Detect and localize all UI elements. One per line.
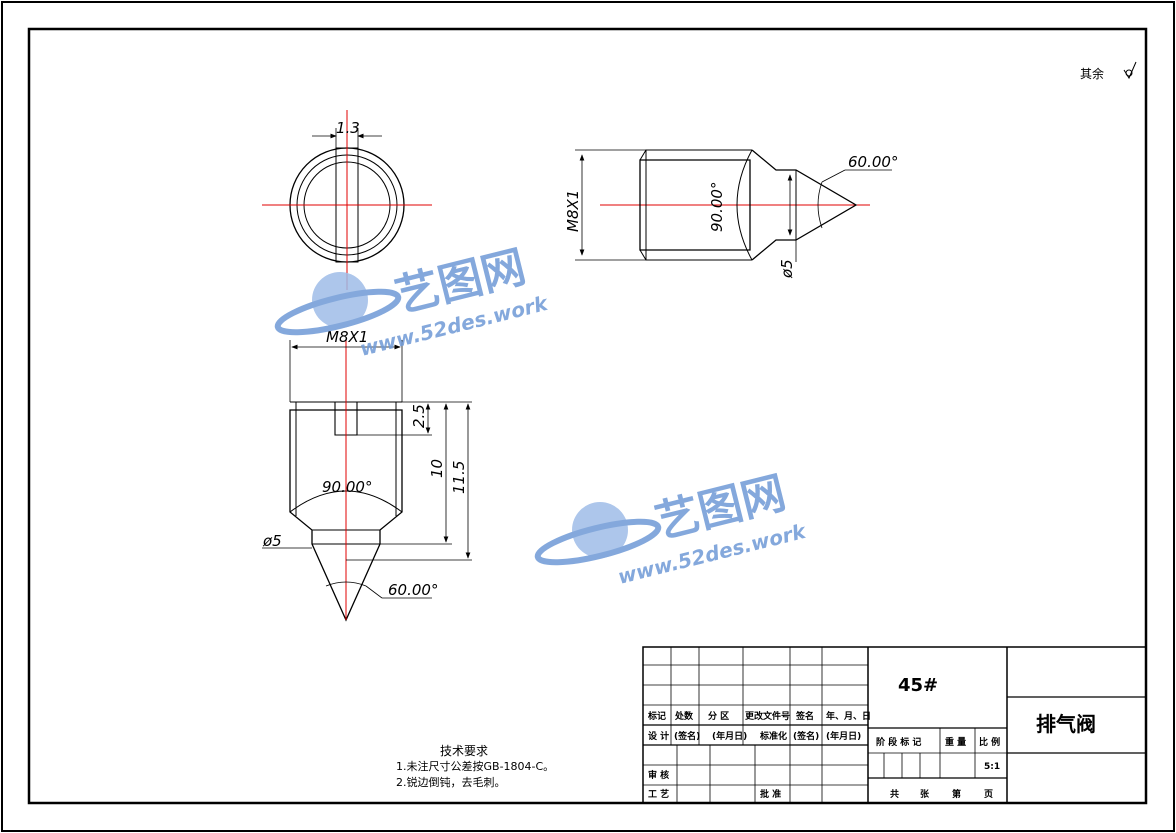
tb-part-name: 排气阀 [1036,712,1096,736]
tb-weight: 重 量 [945,736,966,748]
tb-design: 设 计 [648,730,669,742]
dim-front-angle-60: 60.00° [388,581,438,599]
tb-sheet-no: 第 [952,788,961,800]
dim-front-10: 10 [428,459,446,478]
tb-sheets-unit: 张 [920,788,930,800]
roughness-note: 其余 [1080,66,1104,81]
side-view: M8X1 90.00° ø5 60.00° [564,149,898,279]
tb-stage: 阶 段 标 记 [876,736,921,748]
dim-front-angle-90: 90.00° [322,478,372,496]
tech-item-1: 1.未注尺寸公差按GB-1804-C。 [396,759,554,773]
tb-scale: 5:1 [984,762,1000,772]
tech-requirements: 技术要求 1.未注尺寸公差按GB-1804-C。 2.锐边倒钝，去毛刺。 [396,744,554,789]
dim-side-angle-90: 90.00° [708,182,726,232]
tb-rev-count: 处数 [674,710,694,722]
tech-item-2: 2.锐边倒钝，去毛刺。 [396,775,506,789]
tb-rev-mark: 标记 [647,710,666,722]
tb-rev-doc: 更改文件号 [745,710,790,722]
tb-review: 审 核 [648,769,669,781]
tb-rev-zone: 分 区 [708,710,729,722]
tb-standard-sign: (签名) [793,730,819,742]
tb-standard: 标准化 [759,730,787,742]
tech-title: 技术要求 [440,744,488,758]
title-block-text: 45# 排气阀 标记 处数 分 区 更改文件号 签名 年、月、日 设 计 (签名… [647,675,1096,800]
dim-front-slot: 2.5 [410,404,428,428]
inner-frame [27,27,1148,805]
tb-process: 工 艺 [648,788,669,800]
dim-front-11-5: 11.5 [450,461,468,494]
dim-front-thread: M8X1 [326,328,368,346]
tb-approve: 批 准 [760,788,781,800]
tb-rev-sign: 签名 [795,710,814,722]
roughness-symbol-icon [1123,61,1137,80]
top-view: 1.3 [262,110,432,290]
watermark-1: 艺图网 www.52des.work [274,241,551,361]
tb-scale-label: 比 例 [979,736,1000,748]
tb-standard-date: (年月日) [826,730,861,742]
tb-material: 45# [898,675,938,696]
front-view: M8X1 2.5 10 11.5 90.00° ø5 60.00° [262,328,472,622]
dim-side-dia: ø5 [778,259,796,279]
title-block [642,646,1147,804]
dim-front-dia: ø5 [262,532,282,550]
tb-design-sign: (签名) [674,730,700,742]
tb-sheets-total: 共 [890,788,899,800]
dim-side-thread: M8X1 [564,190,582,232]
tb-sheet-page: 页 [984,789,993,800]
tb-design-date: (年月日) [712,730,747,742]
dim-top-width: 1.3 [336,119,360,137]
tb-rev-date: 年、月、日 [826,710,871,722]
dim-side-angle-60: 60.00° [848,153,898,171]
watermark-2: 艺图网 www.52des.work [534,467,809,589]
